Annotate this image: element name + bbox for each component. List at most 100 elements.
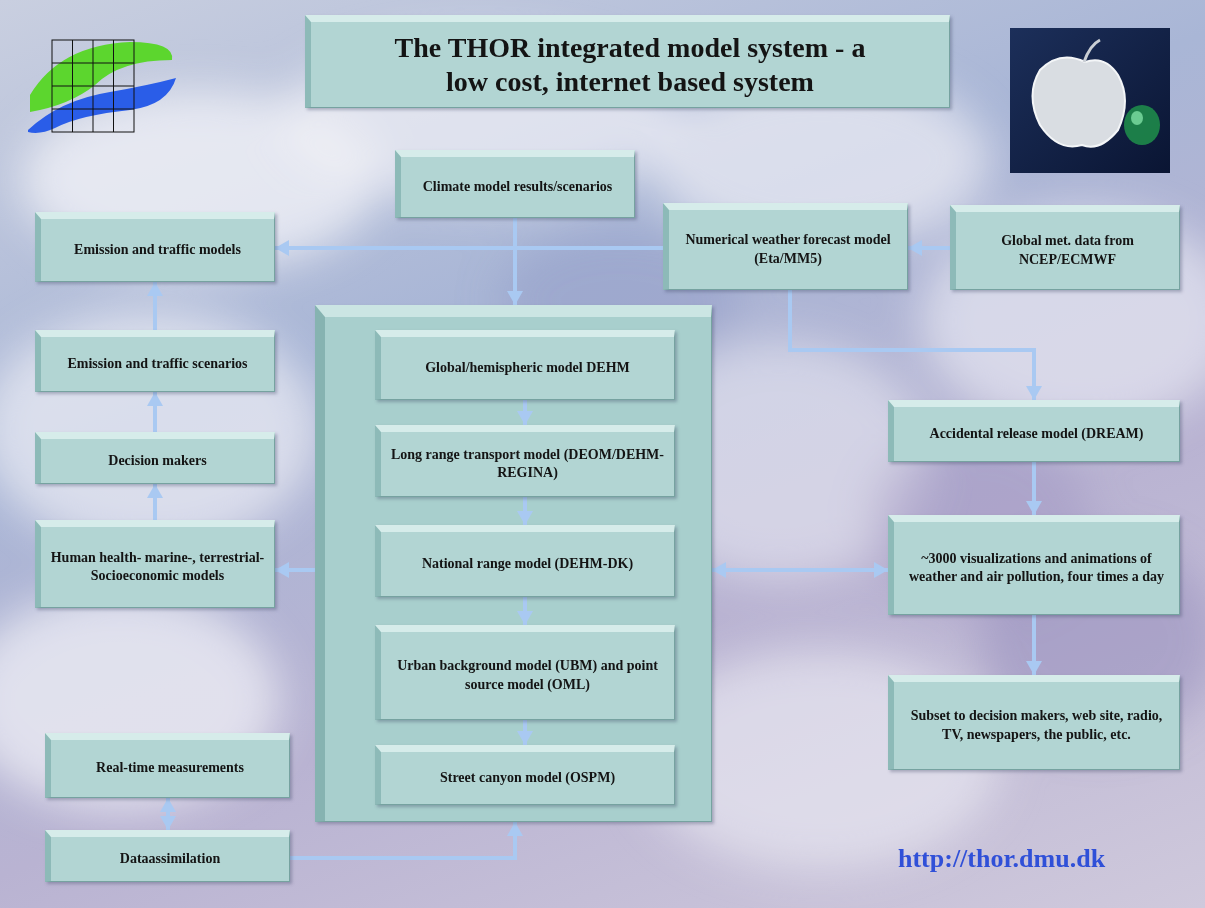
flow-arrow: [790, 290, 1042, 400]
flow-arrow: [908, 240, 950, 256]
box-label: Street canyon model (OSPM): [440, 769, 615, 787]
glass-apple: [1033, 58, 1126, 147]
flow-arrow: [1026, 462, 1042, 515]
grid-line: [52, 109, 134, 110]
text-wrap: Subset to decision makers, web site, rad…: [894, 703, 1179, 747]
text-wrap: Accidental release model (DREAM): [922, 421, 1152, 447]
arrow-head: [517, 731, 533, 745]
title: The THOR integrated model system - a low…: [390, 31, 870, 98]
arrow-head: [160, 816, 176, 830]
text-wrap: Real-time measurements: [88, 755, 252, 781]
model-box: Dataassimilation: [45, 830, 290, 882]
arrow-head: [908, 240, 922, 256]
text-wrap: Human health- marine-, terrestrial- Soci…: [41, 545, 274, 589]
box-label: Dataassimilation: [120, 850, 220, 868]
flow-line: [712, 568, 888, 572]
model-box: Urban background model (UBM) and point s…: [375, 625, 675, 720]
flow-arrow: [275, 562, 315, 578]
flow-arrow: [275, 240, 663, 256]
model-box: Emission and traffic scenarios: [35, 330, 275, 392]
web-address: http://thor.dmu.dk: [898, 844, 1105, 874]
flow-line: [790, 290, 1034, 400]
model-box: ~3000 visualizations and animations of w…: [888, 515, 1180, 615]
box-label: Emission and traffic scenarios: [67, 355, 247, 373]
box-label: Decision makers: [108, 452, 206, 470]
flow-arrow: [712, 562, 888, 578]
flow-arrow: [517, 597, 533, 625]
arrow-head: [275, 240, 289, 256]
text-wrap: National range model (DEHM-DK): [414, 551, 641, 577]
grid-line: [52, 86, 134, 87]
model-box: Street canyon model (OSPM): [375, 745, 675, 805]
box-label: Global met. data from NCEP/ECMWF: [964, 232, 1171, 268]
logo-grid: [52, 40, 134, 132]
logo-blue-swoosh: [28, 78, 176, 133]
model-box: Real-time measurements: [45, 733, 290, 798]
arrow-head: [147, 484, 163, 498]
arrow-head: [1026, 386, 1042, 400]
text-wrap: Emission and traffic models: [66, 237, 249, 263]
flow-arrow: [147, 282, 163, 330]
box-label: ~3000 visualizations and animations of w…: [902, 550, 1171, 586]
arrow-head: [517, 411, 533, 425]
box-label: National range model (DEHM-DK): [422, 555, 633, 573]
box-label: Urban background model (UBM) and point s…: [389, 657, 666, 693]
model-box: Subset to decision makers, web site, rad…: [888, 675, 1180, 770]
text-wrap: ~3000 visualizations and animations of w…: [894, 546, 1179, 590]
photo-frame: [1010, 28, 1170, 173]
model-box: Human health- marine-, terrestrial- Soci…: [35, 520, 275, 608]
arrow-head: [147, 392, 163, 406]
flow-line: [275, 246, 663, 250]
text-wrap: Climate model results/scenarios: [415, 174, 621, 200]
flow-arrow: [517, 497, 533, 525]
text-wrap: Global/hemispheric model DEHM: [417, 355, 638, 381]
grid-line: [52, 63, 134, 64]
arrow-head: [507, 822, 523, 836]
arrow-head: [507, 291, 523, 305]
model-box: Emission and traffic models: [35, 212, 275, 282]
text-wrap: Decision makers: [100, 448, 214, 474]
arrow-head: [147, 282, 163, 296]
box-label: Real-time measurements: [96, 759, 244, 777]
flow-arrow: [160, 798, 176, 830]
arrow-head: [517, 511, 533, 525]
logo: [28, 40, 176, 133]
arrow-head: [1026, 501, 1042, 515]
arrow-head: [160, 798, 176, 812]
green-glass: [1124, 105, 1160, 145]
model-box: Numerical weather forecast model (Eta/MM…: [663, 203, 908, 290]
arrow-head: [712, 562, 726, 578]
arrow-head: [1026, 661, 1042, 675]
model-box: Climate model results/scenarios: [395, 150, 635, 218]
flow-arrow: [290, 822, 523, 858]
box-label: Emission and traffic models: [74, 241, 241, 259]
box-label: Numerical weather forecast model (Eta/MM…: [677, 231, 899, 267]
title-box: The THOR integrated model system - a low…: [305, 15, 950, 108]
apple-stem: [1084, 40, 1100, 62]
box-label: Climate model results/scenarios: [423, 178, 613, 196]
model-box: Accidental release model (DREAM): [888, 400, 1180, 462]
box-label: Long range transport model (DEOM/DEHM-RE…: [389, 446, 666, 482]
text-wrap: Long range transport model (DEOM/DEHM-RE…: [381, 442, 674, 486]
text-wrap: Dataassimilation: [112, 846, 228, 872]
flow-line: [290, 822, 515, 858]
text-wrap: Urban background model (UBM) and point s…: [381, 653, 674, 697]
model-box: Global/hemispheric model DEHM: [375, 330, 675, 400]
award-photo: [1010, 28, 1170, 173]
arrow-head: [517, 611, 533, 625]
arrow-head: [874, 562, 888, 578]
cloud: [0, 310, 320, 550]
flow-arrow: [147, 484, 163, 520]
box-label: Global/hemispheric model DEHM: [425, 359, 630, 377]
grid-frame: [52, 40, 134, 132]
arrow-head: [275, 562, 289, 578]
flow-arrow: [1026, 615, 1042, 675]
model-box: Global met. data from NCEP/ECMWF: [950, 205, 1180, 290]
flow-arrow: [147, 392, 163, 432]
model-chain-panel: Global/hemispheric model DEHM Long range …: [315, 305, 712, 822]
flow-arrow: [517, 400, 533, 425]
flow-arrow: [507, 218, 523, 305]
glass-highlight: [1131, 111, 1143, 125]
box-label: Accidental release model (DREAM): [930, 425, 1144, 443]
